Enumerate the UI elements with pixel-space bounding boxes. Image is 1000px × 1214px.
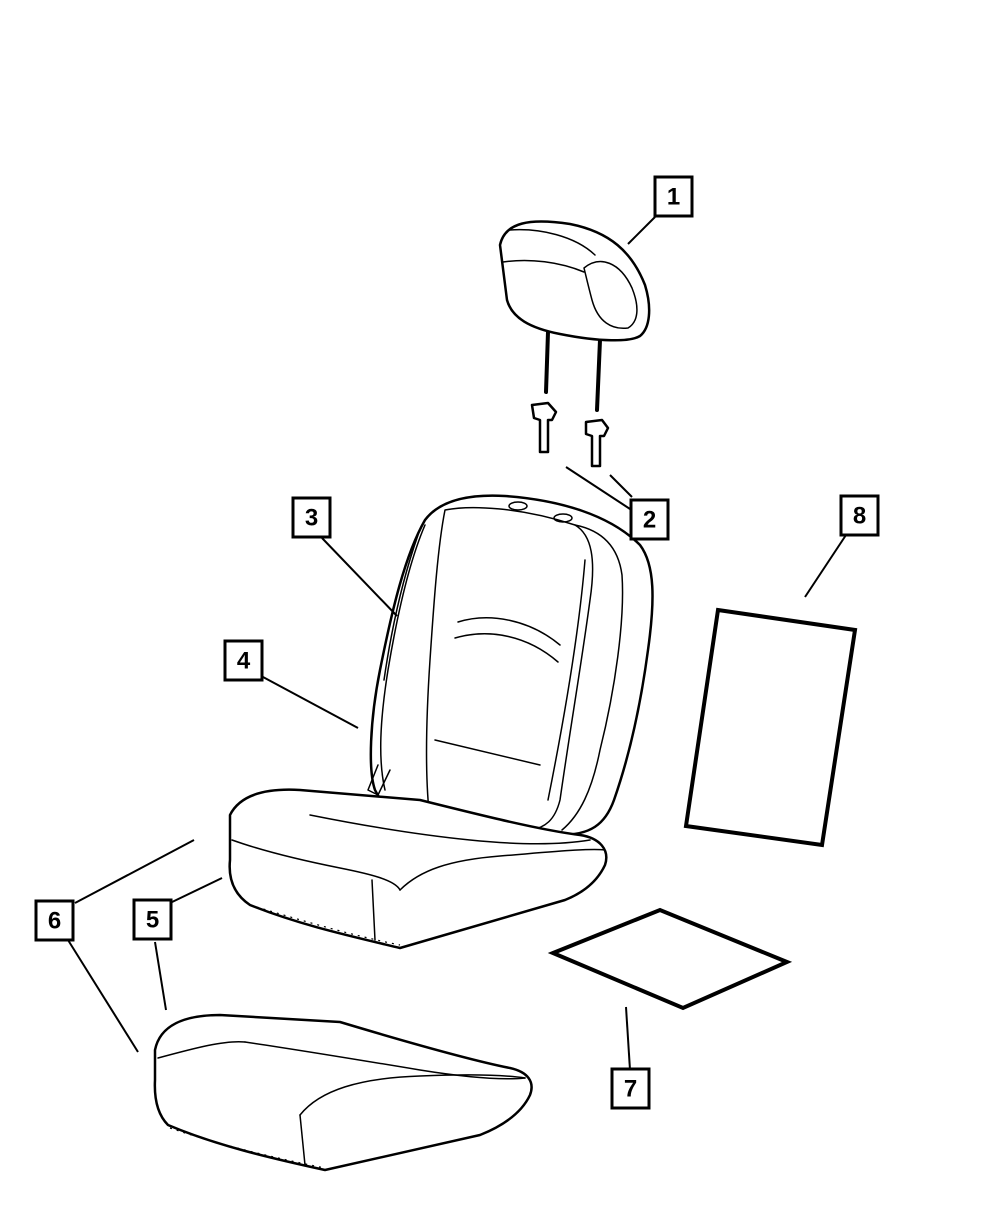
- callout-4-box: [223, 639, 264, 682]
- seat-cushion-bottom-trim: [249, 904, 401, 946]
- headrest-seam-upper: [509, 228, 596, 256]
- seat-cushion-foam-front-seam: [157, 1040, 246, 1059]
- callout-5: 5: [132, 898, 173, 941]
- callout-6-label: 6: [48, 908, 61, 935]
- callout-6: 6: [34, 899, 75, 942]
- callout-2: 2: [629, 498, 670, 541]
- seat-cushion-bolster-seam: [399, 848, 606, 891]
- leader-3: [321, 537, 398, 617]
- callout-3-label: 3: [305, 505, 318, 532]
- headrest-post-right: [595, 338, 602, 412]
- seat-back-lumbar-seam-1: [457, 617, 561, 646]
- callout-3: 3: [291, 496, 332, 539]
- headrest-hole-left: [508, 501, 528, 511]
- seat-cushion-foam-center-seam: [244, 1041, 526, 1080]
- callout-7-label: 7: [624, 1076, 637, 1103]
- callout-1-label: 1: [667, 184, 680, 211]
- callout-1-box: [653, 175, 694, 218]
- seat-cushion-foam-side-seam: [299, 1114, 306, 1166]
- leader-2b: [609, 474, 633, 498]
- seat-cushion-center-seam: [309, 814, 591, 845]
- seat-back: [367, 494, 654, 837]
- leader-8: [804, 534, 847, 598]
- recliner-bracket: [367, 764, 391, 796]
- leader-lines: [67, 216, 847, 1071]
- seat-back-left-rail: [379, 524, 426, 791]
- seat-heater-pad: [547, 907, 793, 1011]
- headrest-guide-right: [584, 418, 610, 468]
- leader-5b: [154, 941, 167, 1011]
- headrest-guide-left: [530, 401, 558, 454]
- seat-cushion-front-edge: [231, 839, 401, 891]
- seat-cushion-foam-bolster-seam: [299, 1074, 526, 1116]
- seat-back-bolster-seam: [547, 559, 586, 801]
- seat-cushion-foam: [153, 1013, 533, 1172]
- leader-7: [625, 1006, 631, 1071]
- callout-1: 1: [653, 175, 694, 218]
- callout-5-label: 5: [146, 907, 159, 934]
- callout-8-box: [839, 494, 880, 537]
- headrest-post-left: [544, 330, 550, 394]
- callout-7: 7: [610, 1067, 651, 1110]
- seat-back-frame: [369, 494, 654, 837]
- seat-cushion-side-seam: [371, 879, 376, 941]
- seat-cushion-assembled: [228, 788, 608, 950]
- headrest-side-panel: [583, 260, 638, 330]
- seat-back-heater-pad: [683, 607, 858, 848]
- leader-4: [262, 676, 359, 729]
- leader-1: [627, 216, 656, 245]
- leader-6b: [67, 939, 139, 1053]
- callout-5-box: [132, 898, 173, 941]
- callout-4-label: 4: [237, 648, 251, 675]
- headrest: [498, 220, 651, 412]
- seat-back-bolster-right: [561, 524, 624, 831]
- callout-4: 4: [223, 639, 264, 682]
- seat-cushion-assembled-body: [228, 788, 608, 950]
- headrest-cushion: [498, 220, 651, 342]
- callout-2-label: 2: [643, 507, 656, 534]
- leader-6a: [74, 839, 195, 904]
- headrest-guides: [530, 401, 610, 468]
- seat-back-lower-seam: [434, 739, 541, 766]
- headrest-seam-top: [502, 259, 585, 273]
- callout-3-box: [291, 496, 332, 539]
- leader-5a: [169, 877, 223, 904]
- seat-back-lumbar-seam-2: [454, 633, 559, 663]
- callout-8-label: 8: [853, 503, 866, 530]
- headrest-hole-right: [553, 513, 573, 523]
- seat-cushion-foam-body: [153, 1013, 533, 1172]
- callout-8: 8: [839, 494, 880, 537]
- callout-2-box: [629, 498, 670, 541]
- seat-back-left-trim: [383, 534, 419, 681]
- callout-6-box: [34, 899, 75, 942]
- leader-2a: [565, 466, 631, 510]
- callout-7-box: [610, 1067, 651, 1110]
